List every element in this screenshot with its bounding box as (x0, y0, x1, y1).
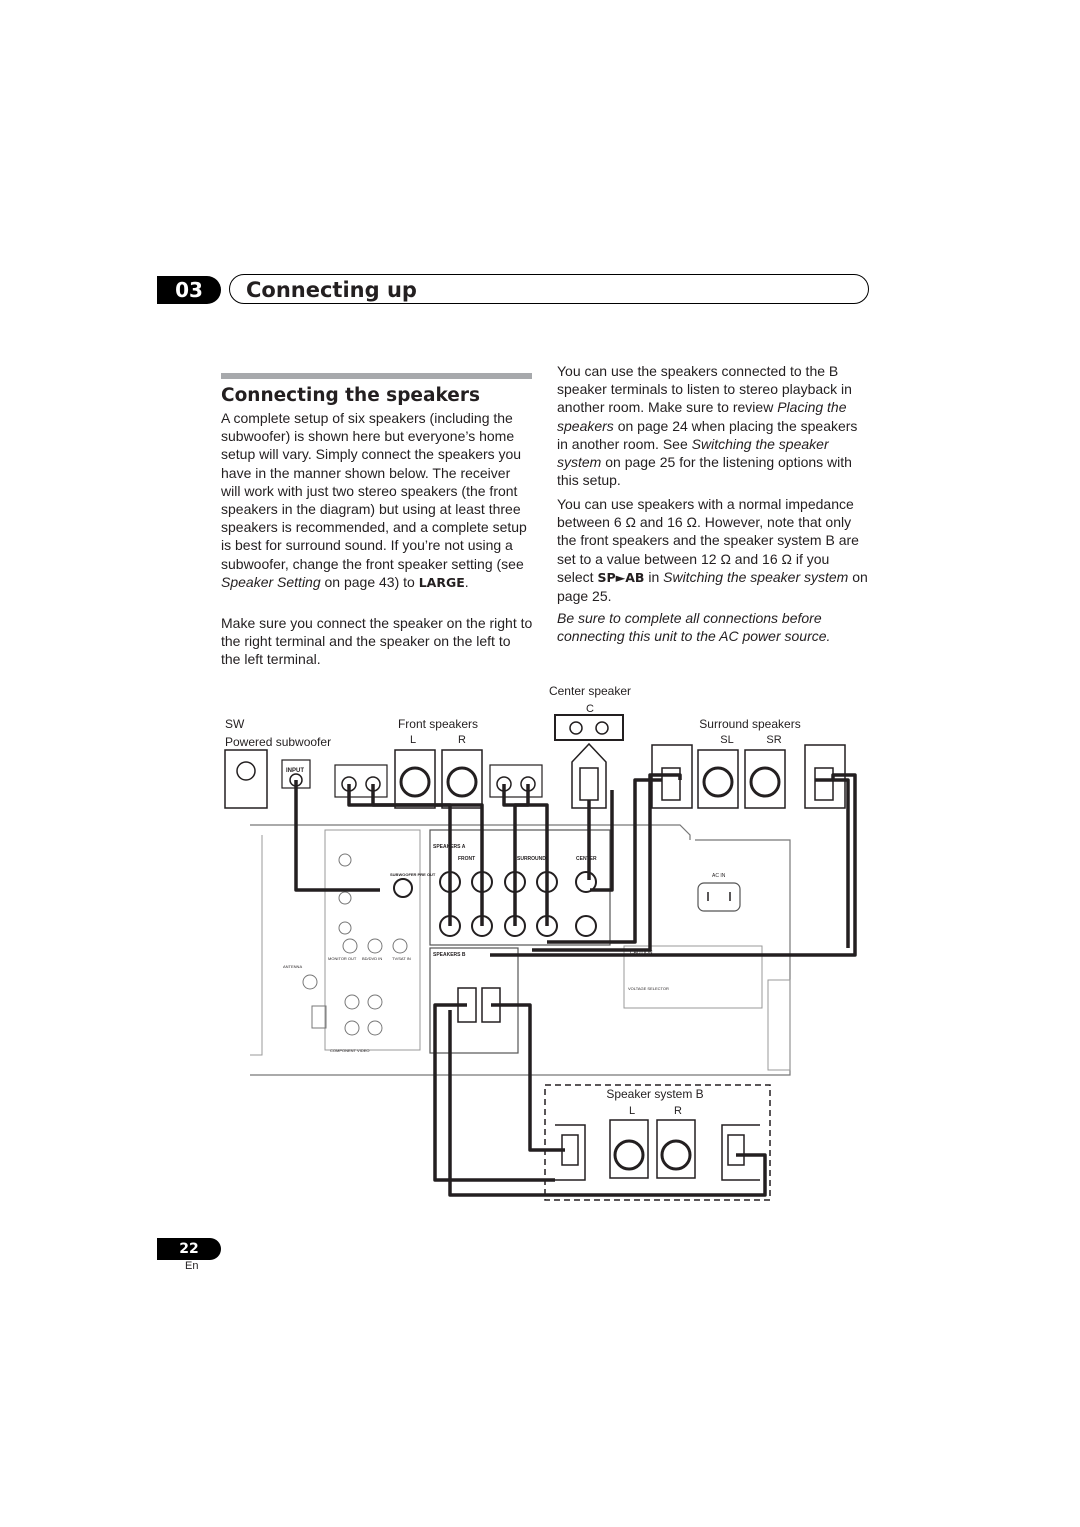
ac-inlet (697, 882, 741, 912)
antenna-label: ANTENNA (283, 964, 302, 969)
right-p1-text-c: on page 25 for the listening options wit… (557, 454, 852, 489)
front-left-speaker (394, 749, 436, 809)
right-p2-text-c: on page 25. (557, 568, 868, 605)
front-speakers-label: Front speakers (398, 717, 478, 731)
page-language: En (185, 1260, 199, 1272)
placing-speakers-link[interactable]: Placing the speakers (557, 399, 847, 434)
speakers-a-terminals (439, 871, 597, 937)
front-r-terminal-plate (489, 764, 543, 798)
bd-dvd-in-label: BD/DVD IN (362, 956, 382, 961)
right-paragraph-2: You can use speakers with a normal imped… (557, 495, 869, 605)
ac-in-label: AC IN (712, 873, 726, 879)
page-number: 22 (157, 1238, 221, 1260)
right-p2-text-b: in (644, 568, 664, 585)
chapter-header-frame (229, 274, 869, 304)
speaker-system-b-r-label: R (674, 1105, 682, 1117)
receiver-panel-outline (250, 824, 791, 1076)
large-setting-label: LARGE (418, 574, 465, 590)
left-p1-text-a: A complete setup of six speakers (includ… (221, 410, 527, 572)
right-p1-text-a: You can use the speakers connected to th… (557, 363, 852, 416)
surround-sr-label: SR (766, 734, 781, 746)
speakers-b-label: SPEAKERS B (433, 952, 466, 958)
right-paragraph-1: You can use the speakers connected to th… (557, 362, 869, 489)
chapter-number: 03 (157, 276, 221, 304)
left-p1-text-c: . (464, 573, 469, 590)
subwoofer-box (224, 749, 268, 809)
powered-subwoofer-label: Powered subwoofer (225, 735, 331, 749)
caution-label: CAUTION (630, 950, 653, 956)
subwoofer-preout-label: SUBWOOFER PRE OUT (390, 872, 436, 877)
switching-speaker-system-link[interactable]: Switching the speaker system (557, 435, 829, 471)
center-speaker-label: Center speaker (549, 684, 631, 698)
caution-note: Be sure to complete all connections befo… (557, 610, 831, 645)
surround-left-speaker (697, 749, 739, 809)
center-terminal-plate (571, 742, 607, 809)
speaker-setting-link[interactable]: Speaker Setting (221, 573, 321, 590)
speakers-b-block (429, 947, 519, 1054)
left-paragraph-1: A complete setup of six speakers (includ… (221, 409, 533, 592)
surround-sl-label: SL (720, 734, 733, 746)
section-rule (221, 373, 532, 379)
front-right-speaker (441, 749, 483, 809)
sw-label: SW (225, 717, 245, 731)
caution-block (623, 945, 763, 1009)
speaker-system-b-label: Speaker system B (606, 1087, 703, 1101)
tv-sat-in-label: TV/SAT IN (392, 956, 411, 961)
io-block (324, 829, 421, 1051)
front-l-label: L (410, 734, 416, 746)
component-video-label: COMPONENT VIDEO (330, 1048, 370, 1053)
speakers-a-block (429, 829, 611, 946)
left-p1-text-b: on page 43) to (320, 573, 419, 590)
front-r-label: R (458, 734, 466, 746)
right-p2-text-a: You can use speakers with a normal imped… (557, 496, 859, 585)
speaker-wires (294, 773, 857, 1197)
speaker-b-left (609, 1119, 649, 1179)
center-speaker (554, 714, 624, 741)
monitor-out-label: MONITOR OUT (328, 956, 357, 961)
switching-speaker-system-link-2[interactable]: Switching the speaker system (663, 568, 849, 585)
surround-terminal-label: SURROUND (517, 856, 546, 862)
chapter-title: Connecting up (246, 278, 417, 302)
left-paragraph-2: Make sure you connect the speaker on the… (221, 615, 533, 668)
speakers-a-label: SPEAKERS A (433, 844, 466, 850)
right-p1-text-b: on page 24 when placing the speakers in … (557, 417, 858, 452)
section-title: Connecting the speakers (221, 385, 480, 406)
speaker-system-b-box (544, 1084, 771, 1201)
voltage-selector-label: VOLTAGE SELECTOR (628, 986, 669, 991)
front-terminal-label: FRONT (458, 856, 475, 862)
input-label: INPUT (286, 768, 304, 774)
speaker-system-b-l-label: L (629, 1105, 635, 1117)
subwoofer-preout-jack (393, 878, 413, 898)
sp-ab-label: SP►AB (597, 569, 645, 585)
center-channel-label: C (586, 703, 594, 715)
speaker-b-right (656, 1119, 696, 1179)
front-l-terminal-plate (334, 764, 388, 798)
surround-right-speaker (744, 749, 786, 809)
center-terminal-label: CENTER (576, 856, 597, 862)
speaker-connection-diagram: Center speaker C SW Powered subwoofer Fr… (224, 684, 857, 1201)
surround-speakers-label: Surround speakers (699, 717, 800, 731)
